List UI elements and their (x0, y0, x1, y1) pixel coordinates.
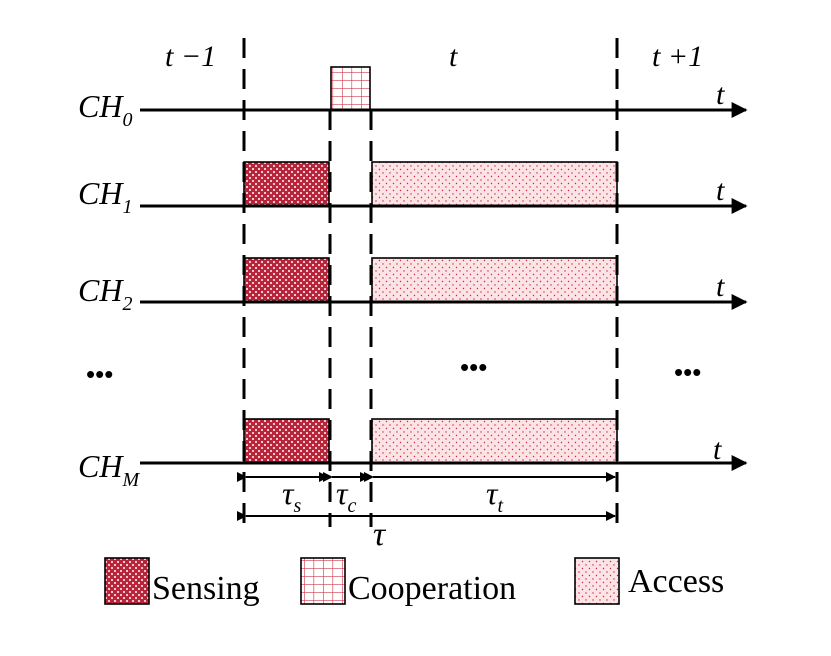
axis-t-label-ch1: t (716, 174, 725, 207)
legend-label-access: Access (628, 563, 724, 600)
channel-label-ch0: CH0 (78, 88, 132, 131)
slot-label-next: t +1 (652, 40, 703, 73)
sensing-block-ch2 (243, 257, 330, 303)
ellipsis-right: ••• (674, 357, 701, 387)
legend-swatch-access (574, 557, 620, 605)
sensing-block-ch1 (243, 161, 330, 207)
tau-frame-label: τ (373, 516, 387, 553)
access-block-ch1 (371, 161, 618, 207)
slot-label-current: t (449, 40, 458, 73)
channel-label-ch1: CH1 (78, 175, 132, 218)
channel-label-chm: CHM (78, 448, 140, 491)
tau-s-label: τs (282, 475, 301, 517)
slot-label-prev: t −1 (165, 40, 216, 73)
ellipsis-middle: ••• (460, 352, 487, 382)
access-block-chm (371, 418, 618, 464)
channel-label-ch2: CH2 (78, 272, 132, 315)
tau-t-label: τt (486, 475, 503, 517)
tau-c-label: τc (336, 475, 356, 517)
legend-swatch-sensing (104, 557, 150, 605)
access-block-ch2 (371, 257, 618, 303)
legend-swatch-cooperation (300, 557, 346, 605)
axis-t-label-ch2: t (716, 270, 725, 303)
legend: Sensing Cooperation Access (104, 557, 724, 607)
cooperation-block-ch0 (330, 66, 371, 111)
sensing-block-chm (243, 418, 330, 464)
legend-label-cooperation: Cooperation (348, 570, 516, 607)
legend-label-sensing: Sensing (152, 570, 260, 607)
axis-t-label-ch0: t (716, 78, 725, 111)
axis-t-label-chm: t (713, 433, 722, 466)
ellipsis-channels: ••• (86, 359, 113, 389)
